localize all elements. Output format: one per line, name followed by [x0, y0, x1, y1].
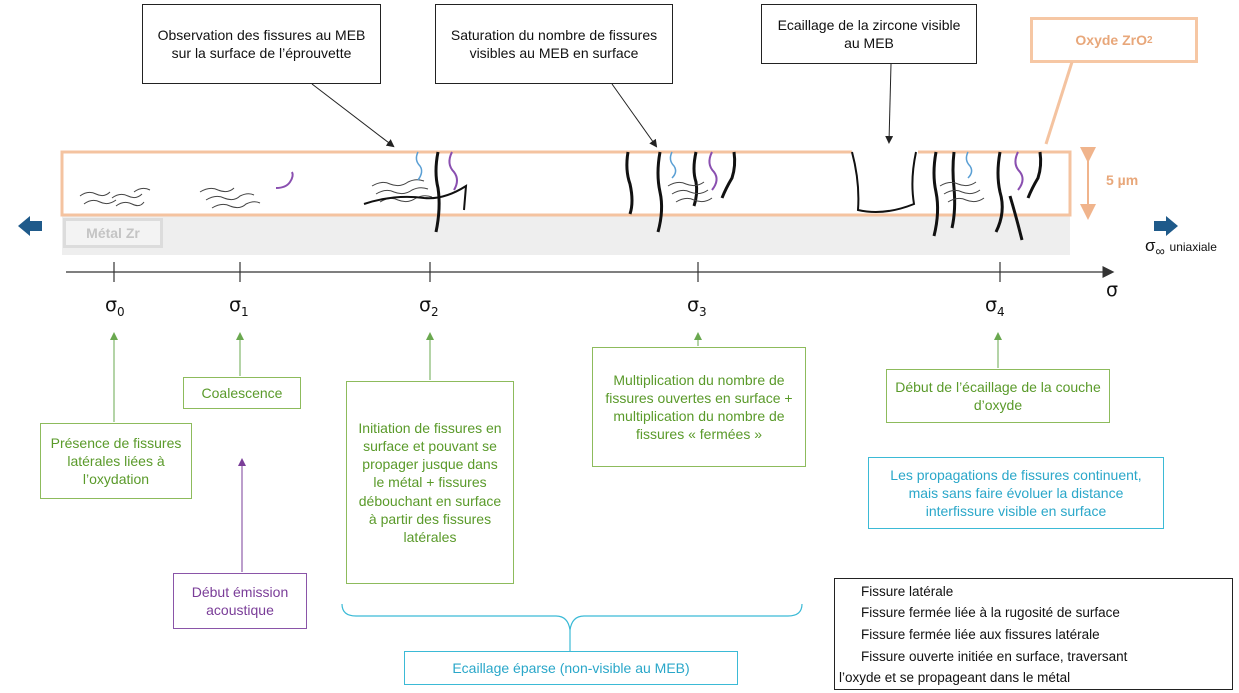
thickness-label-text: 5 µm: [1106, 172, 1139, 188]
metal-label: Métal Zr: [63, 218, 163, 248]
legend-item-rugosity-label: Fissure fermée liée à la rugosité de sur…: [861, 605, 1120, 620]
stage-pointers: [110, 332, 1002, 422]
legend-item-open-continuation-label: l’oxyde et se propageant dans le métal: [839, 670, 1071, 685]
callout-ecaillage-pointer: [885, 63, 894, 144]
stage3-lateral-cracks: [667, 181, 713, 203]
stage-2-text: Initiation de fissures en surface et pou…: [358, 419, 502, 545]
callout-ecaillage-zircone: Ecaillage de la zircone visible au MEB: [761, 4, 977, 64]
stage-4-text: Début de l’écaillage de la couche d’oxyd…: [895, 378, 1101, 413]
tick-sigma-1: σ1: [229, 294, 249, 319]
legend-item-open: Fissure ouverte initiée en surface, trav…: [861, 649, 1127, 664]
stage-1-box: Coalescence: [183, 377, 301, 409]
legend-item-lateral-closed: Fissure fermée liée aux fissures latéral…: [861, 627, 1100, 642]
oxide-layer: [60, 150, 1072, 217]
tick-sigma-3-symbol: σ: [687, 294, 700, 316]
stage4-open-cracks: [932, 151, 1043, 241]
metal-label-text: Métal Zr: [86, 225, 140, 241]
stage-4-box: Début de l’écaillage de la couche d’oxyd…: [886, 369, 1110, 423]
stage-3-text: Multiplication du nombre de fissures ouv…: [605, 371, 793, 443]
acoustic-box: Début émission acoustique: [173, 573, 307, 629]
load-sub: ∞: [1155, 243, 1165, 259]
oxide-label-text: Oxyde ZrO: [1075, 32, 1148, 48]
callout-saturation: Saturation du nombre de fissures visible…: [435, 4, 673, 84]
stage0-lateral-cracks: [79, 187, 151, 207]
stage-2-box: Initiation de fissures en surface et pou…: [346, 381, 514, 584]
axis-label-text: σ: [1106, 279, 1119, 301]
tick-sigma-3-sub: 3: [699, 304, 707, 319]
stage3-open-cracks: [625, 151, 737, 233]
stage2-surface-crack: [363, 184, 468, 211]
stage2-lateral-closed-crack: [448, 151, 458, 191]
stage-0-text: Présence de fissures latérales liées à l…: [50, 434, 182, 488]
stage3-lateral-closed-crack: [708, 151, 718, 191]
tick-sigma-4-sub: 4: [997, 304, 1005, 319]
propagation-box: Les propagations de fissures continuent,…: [868, 457, 1164, 529]
load-suffix: uniaxiale: [1169, 240, 1217, 254]
acoustic-text: Début émission acoustique: [191, 583, 289, 618]
stage1-lateral-cracks: [199, 187, 261, 209]
stage4-spall-pit: [851, 151, 917, 213]
axis-ticks: [113, 262, 1001, 282]
metal-layer: [62, 215, 1070, 255]
stage2-rough-crack: [415, 151, 423, 181]
ecaillage-eparse-text: Ecaillage éparse (non-visible au MEB): [452, 659, 690, 676]
legend-item-lateral: Fissure latérale: [861, 584, 953, 599]
stage4-rough-crack: [965, 151, 973, 179]
callout-observation-text: Observation des fissures au MEB sur la s…: [157, 26, 366, 61]
right-load-arrow: [1154, 216, 1178, 236]
legend-item-lateral-closed-label: Fissure fermée liée aux fissures latéral…: [861, 627, 1100, 642]
stage-1-text: Coalescence: [201, 384, 283, 401]
callout-saturation-text: Saturation du nombre de fissures visible…: [450, 26, 658, 61]
stage3-rough-crack: [669, 151, 677, 179]
load-label: σ∞ uniaxiale: [1145, 236, 1217, 258]
legend-item-open-continuation: l’oxyde et se propageant dans le métal: [839, 670, 1070, 685]
ecaillage-brace: [341, 603, 803, 631]
tick-sigma-2-sub: 2: [431, 304, 439, 319]
propagation-text: Les propagations de fissures continuent,…: [890, 466, 1142, 520]
callout-observation: Observation des fissures au MEB sur la s…: [142, 4, 381, 84]
stage-3-box: Multiplication du nombre de fissures ouv…: [592, 347, 806, 467]
thickness-label: 5 µm: [1106, 172, 1138, 188]
tick-sigma-0: σ0: [105, 294, 125, 319]
stage2-open-crack: [434, 151, 441, 233]
callout-saturation-pointer: [611, 83, 658, 148]
spall-gap: [852, 148, 918, 156]
tick-sigma-0-sub: 0: [117, 304, 125, 319]
tick-sigma-4: σ4: [985, 294, 1005, 319]
callout-ecaillage-zircone-text: Ecaillage de la zircone visible au MEB: [777, 16, 961, 51]
oxide-label-pointer: [1044, 61, 1074, 145]
ecaillage-eparse-box: Ecaillage éparse (non-visible au MEB): [404, 651, 738, 685]
tick-sigma-1-symbol: σ: [229, 294, 242, 316]
oxide-label-sub: 2: [1147, 34, 1153, 46]
legend-item-rugosity: Fissure fermée liée à la rugosité de sur…: [861, 605, 1120, 620]
tick-sigma-1-sub: 1: [241, 304, 249, 319]
stage4-lateral-cracks: [939, 181, 985, 203]
legend: Fissure latérale Fissure fermée liée à l…: [834, 578, 1233, 690]
tick-sigma-2: σ2: [419, 294, 439, 319]
tick-sigma-0-symbol: σ: [105, 294, 118, 316]
stage4-lateral-closed-crack: [1014, 151, 1024, 191]
legend-item-open-label: Fissure ouverte initiée en surface, trav…: [861, 649, 1128, 664]
tick-sigma-2-symbol: σ: [419, 294, 432, 316]
load-sigma: σ: [1145, 236, 1156, 255]
stage1-closed-crack: [275, 171, 294, 189]
callout-observation-pointer: [311, 83, 395, 148]
axis-label: σ: [1106, 279, 1118, 301]
left-load-arrow: [18, 216, 42, 236]
stage-0-box: Présence de fissures latérales liées à l…: [40, 423, 192, 499]
tick-sigma-3: σ3: [687, 294, 707, 319]
legend-item-lateral-label: Fissure latérale: [861, 584, 954, 599]
tick-sigma-4-symbol: σ: [985, 294, 998, 316]
